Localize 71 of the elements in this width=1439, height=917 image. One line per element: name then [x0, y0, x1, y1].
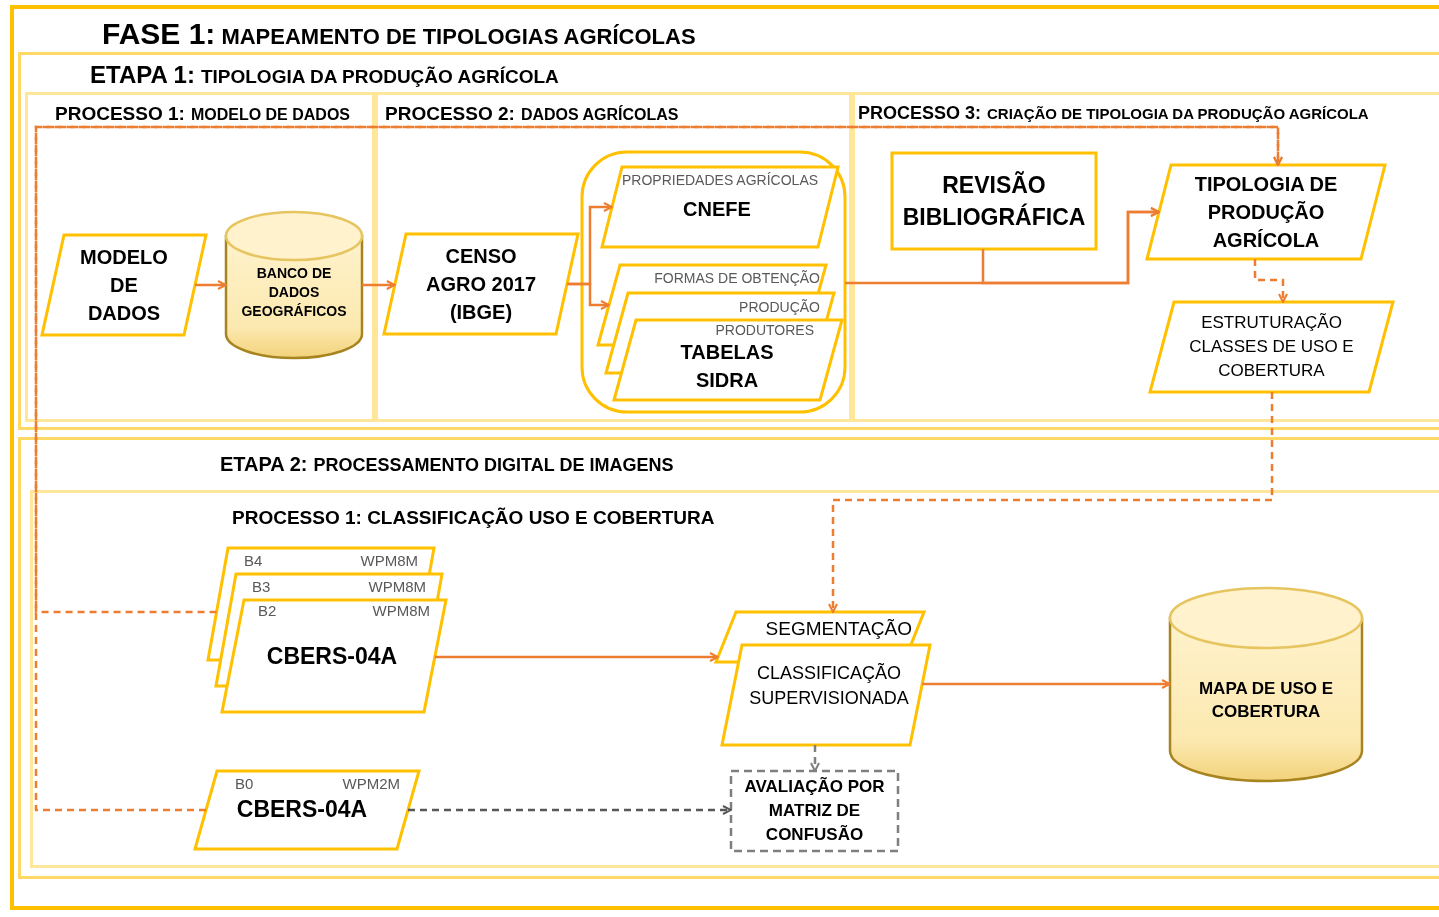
node-label: REVISÃO BIBLIOGRÁFICA [901, 170, 1087, 232]
node-label: TIPOLOGIA DE PRODUÇÃO AGRÍCOLA [1193, 172, 1339, 253]
arrow [434, 652, 719, 662]
arrow [34, 125, 1283, 812]
node-label: MAPA DE USO E COBERTURA [1197, 678, 1335, 723]
sensor-label: WPM8M [371, 601, 430, 621]
sensor-label: WPM8M [367, 577, 426, 597]
process-number: PROCESSO 3: [858, 103, 982, 124]
band-label: B4 [244, 551, 264, 571]
process-title: CRIAÇÃO DE TIPOLOGIA DA PRODUÇÃO AGRÍCOLA [987, 105, 1369, 122]
process-number: PROCESSO 1: [55, 103, 185, 125]
node-label: AVALIAÇÃO POR MATRIZ DE CONFUSÃO [743, 776, 886, 846]
sensor-label: WPM8M [359, 551, 418, 571]
stage-number: ETAPA 2: [220, 453, 308, 476]
data-parallelogram [384, 234, 578, 334]
database-cylinder [226, 212, 362, 358]
process-title: PROCESSO 1: CLASSIFICAÇÃO USO E COBERTURA [232, 506, 716, 530]
node-label: BANCO DE DADOS GEOGRÁFICOS [240, 264, 348, 321]
source-label: FORMAS DE OBTENÇÃO [653, 269, 820, 288]
node-label: CNEFE [682, 197, 752, 222]
node-label: MODELO DE DADOS [79, 245, 169, 326]
node-label: SEGMENTAÇÃO [764, 617, 912, 641]
arrow [195, 280, 227, 290]
phase-number: FASE 1: [102, 17, 216, 51]
image-band-parallelogram [195, 771, 419, 849]
process-number: PROCESSO 2: [385, 103, 515, 125]
band-label: B2 [258, 601, 278, 621]
arrow [1253, 259, 1288, 303]
data-parallelogram [1150, 302, 1393, 392]
sensor-label: WPM2M [341, 774, 400, 794]
output-parallelogram [1147, 165, 1385, 259]
data-parallelogram [602, 167, 838, 247]
source-label: PRODUTORES [714, 321, 814, 340]
phase-title: MAPEAMENTO DE TIPOLOGIAS AGRÍCOLAS [221, 24, 696, 50]
evaluation-box [731, 771, 898, 851]
satellite-label: CBERS-04A [265, 642, 399, 671]
stage-number: ETAPA 1: [90, 61, 195, 89]
node-label: CENSO AGRO 2017 (IBGE) [424, 244, 538, 325]
stage-frame [18, 437, 1439, 879]
stage-title: TIPOLOGIA DA PRODUÇÃO AGRÍCOLA [200, 66, 559, 88]
process-panel [30, 490, 1439, 868]
process-box [892, 153, 1096, 249]
process-title: DADOS AGRÍCOLAS [520, 106, 679, 124]
arrow [408, 805, 732, 815]
arrow [362, 280, 396, 290]
group-panel [582, 152, 845, 412]
node-label: CLASSIFICAÇÃO SUPERVISIONADA [748, 662, 910, 711]
node-label: TABELAS SIDRA [679, 340, 775, 393]
satellite-label: CBERS-04A [235, 795, 369, 824]
band-label: B3 [252, 577, 272, 597]
band-label: B0 [235, 774, 255, 794]
phase-frame [10, 5, 1439, 910]
stage-frame [18, 52, 1439, 430]
database-cylinder [1170, 588, 1362, 781]
arrow [567, 282, 610, 310]
arrow [810, 745, 820, 772]
data-parallelogram [614, 320, 842, 400]
source-label: PROPRIEDADES AGRÍCOLAS [622, 171, 820, 190]
process-panel [25, 92, 375, 422]
arrow [922, 679, 1171, 689]
image-band-parallelogram [222, 600, 446, 712]
node-label: ESTRUTURAÇÃO CLASSES DE USO E COBERTURA [1188, 312, 1355, 382]
source-label: PRODUÇÃO [738, 298, 820, 317]
process-title: MODELO DE DADOS [190, 106, 350, 124]
stage-title: PROCESSAMENTO DIGITAL DE IMAGENS [313, 455, 674, 476]
data-parallelogram [42, 235, 206, 335]
arrow [981, 207, 1160, 285]
process-panel [375, 92, 852, 422]
arrow [828, 392, 1274, 613]
process-panel [852, 92, 1439, 422]
process-parallelogram [722, 645, 930, 745]
